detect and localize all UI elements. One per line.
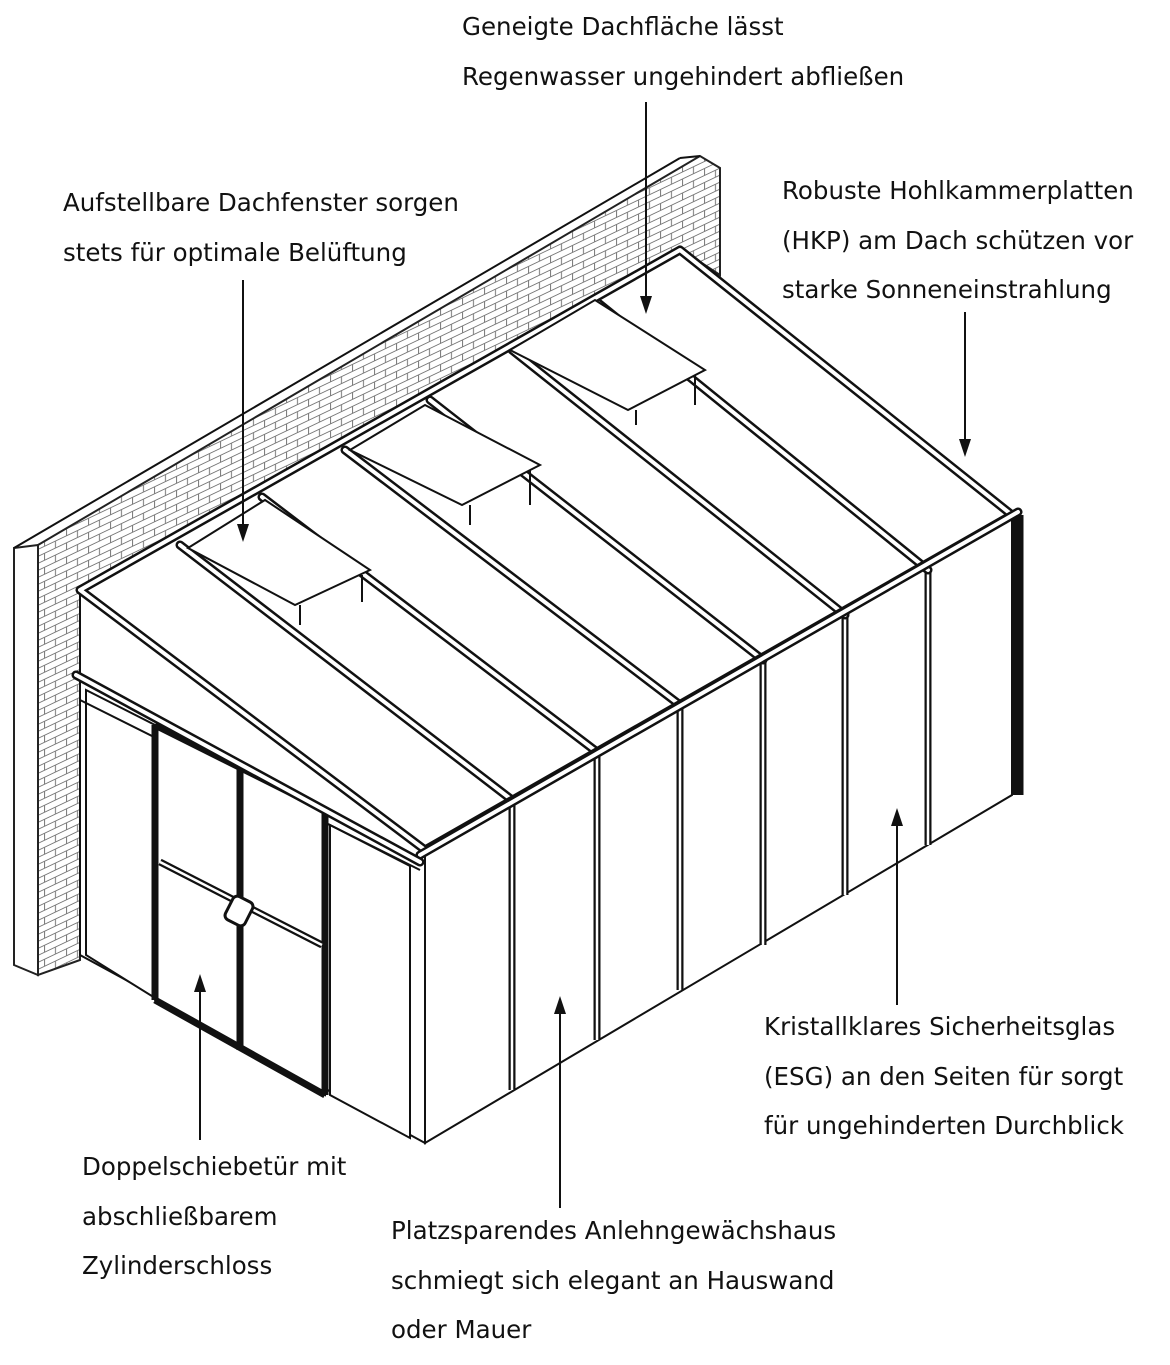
gutter (71, 507, 1024, 867)
leader-arrows (194, 102, 971, 1208)
callout-line: abschließbarem (82, 1201, 278, 1231)
callout-hkp-roof: Robuste Hohlkammerplatten (HKP) am Dach … (782, 166, 1134, 315)
callout-lean-to: Platzsparendes Anlehngewächshaus schmieg… (391, 1206, 836, 1355)
callout-line: stets für optimale Belüftung (63, 237, 407, 267)
callout-line: (HKP) am Dach schützen vor (782, 225, 1134, 255)
callout-roof-slope: Geneigte Dachfläche lässt Regenwasser un… (462, 2, 904, 101)
callout-line: Doppelschiebetür mit (82, 1152, 347, 1181)
callout-line: Regenwasser ungehindert abfließen (462, 61, 905, 91)
callout-line: Platzsparendes Anlehngewächshaus (391, 1216, 837, 1245)
callout-line: Zylinderschloss (82, 1251, 273, 1280)
callout-line: Geneigte Dachfläche lässt (462, 12, 784, 41)
callout-line: starke Sonneneinstrahlung (782, 275, 1112, 304)
roof-window-sashes (186, 298, 708, 625)
callout-esg-glass: Kristallklares Sicherheitsglas (ESG) an … (764, 1002, 1124, 1151)
callout-line: oder Mauer (391, 1315, 532, 1344)
callout-line: Robuste Hohlkammerplatten (782, 176, 1134, 205)
callout-roof-windows: Aufstellbare Dachfenster sorgen stets fü… (63, 178, 459, 277)
callout-line: Kristallklares Sicherheitsglas (764, 1012, 1116, 1041)
callout-line: schmiegt sich elegant an Hauswand (391, 1265, 835, 1295)
callout-line: für ungehinderten Durchblick (764, 1111, 1124, 1140)
callout-line: Aufstellbare Dachfenster sorgen (63, 188, 459, 217)
door-lock-handle (223, 894, 255, 928)
callout-line: (ESG) an den Seiten für sorgt (764, 1061, 1124, 1091)
callout-sliding-door: Doppelschiebetür mit abschließbarem Zyli… (82, 1142, 346, 1291)
